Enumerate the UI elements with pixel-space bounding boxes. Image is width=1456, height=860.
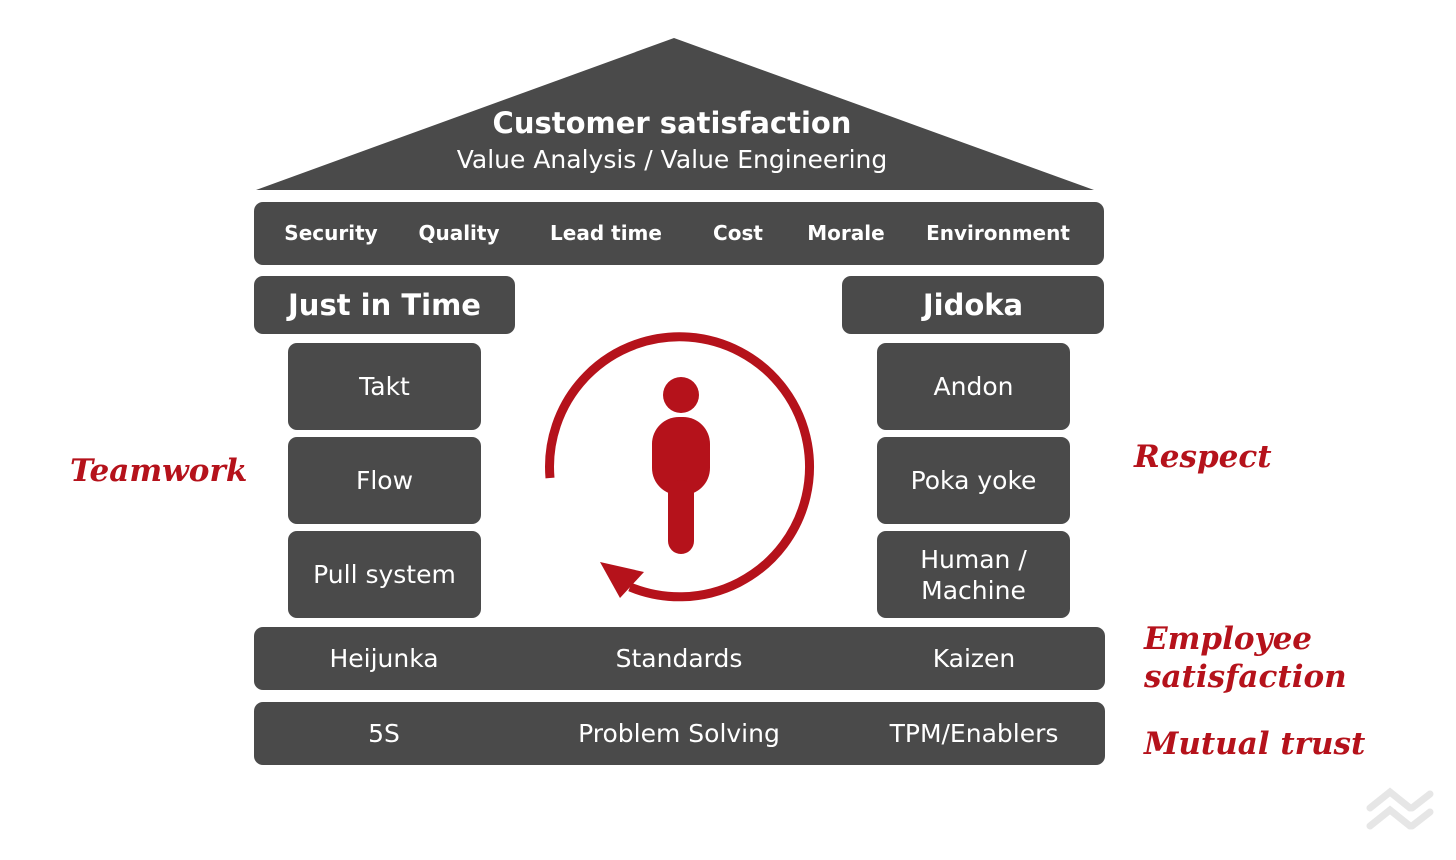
- kpi-cost: Cost: [713, 221, 763, 245]
- pillar-right-title: Jidoka: [842, 276, 1104, 334]
- foundation-heijunka: Heijunka: [329, 644, 439, 673]
- pillar-right-item-andon: Andon: [877, 343, 1070, 430]
- kpi-security: Security: [284, 221, 378, 245]
- value-respect: Respect: [1134, 439, 1272, 475]
- foundation-standards: Standards: [615, 644, 743, 673]
- pillar-right-item-poka-yoke: Poka yoke: [877, 437, 1070, 524]
- pillar-left-title: Just in Time: [254, 276, 515, 334]
- pillar-left-item-pull-system: Pull system: [288, 531, 481, 618]
- value-employee-satisfaction-line2: satisfaction: [1144, 659, 1347, 695]
- foundation-tpm-enablers: TPM/Enablers: [889, 719, 1059, 748]
- kpi-bar: Security Quality Lead time Cost Morale E…: [254, 202, 1104, 265]
- foundation-5s: 5S: [368, 719, 400, 748]
- kpi-environment: Environment: [926, 221, 1070, 245]
- pillar-left-item-takt: Takt: [288, 343, 481, 430]
- foundation-row-2: 5S Problem Solving TPM/Enablers: [254, 702, 1105, 765]
- roof: [256, 38, 1094, 190]
- foundation-row-1: Heijunka Standards Kaizen: [254, 627, 1105, 690]
- kpi-lead-time: Lead time: [550, 221, 662, 245]
- pillar-right-item-human-machine: Human / Machine: [877, 531, 1070, 618]
- value-teamwork: Teamwork: [70, 453, 248, 489]
- kpi-quality: Quality: [418, 221, 500, 245]
- roof-subtitle: Value Analysis / Value Engineering: [456, 145, 888, 174]
- kpi-morale: Morale: [807, 221, 885, 245]
- pillar-left-item-flow: Flow: [288, 437, 481, 524]
- foundation-kaizen: Kaizen: [932, 644, 1016, 673]
- value-employee-satisfaction-line1: Employee: [1144, 621, 1313, 657]
- value-mutual-trust: Mutual trust: [1144, 726, 1366, 762]
- roof-title: Customer satisfaction: [492, 106, 852, 140]
- foundation-problem-solving: Problem Solving: [578, 719, 780, 748]
